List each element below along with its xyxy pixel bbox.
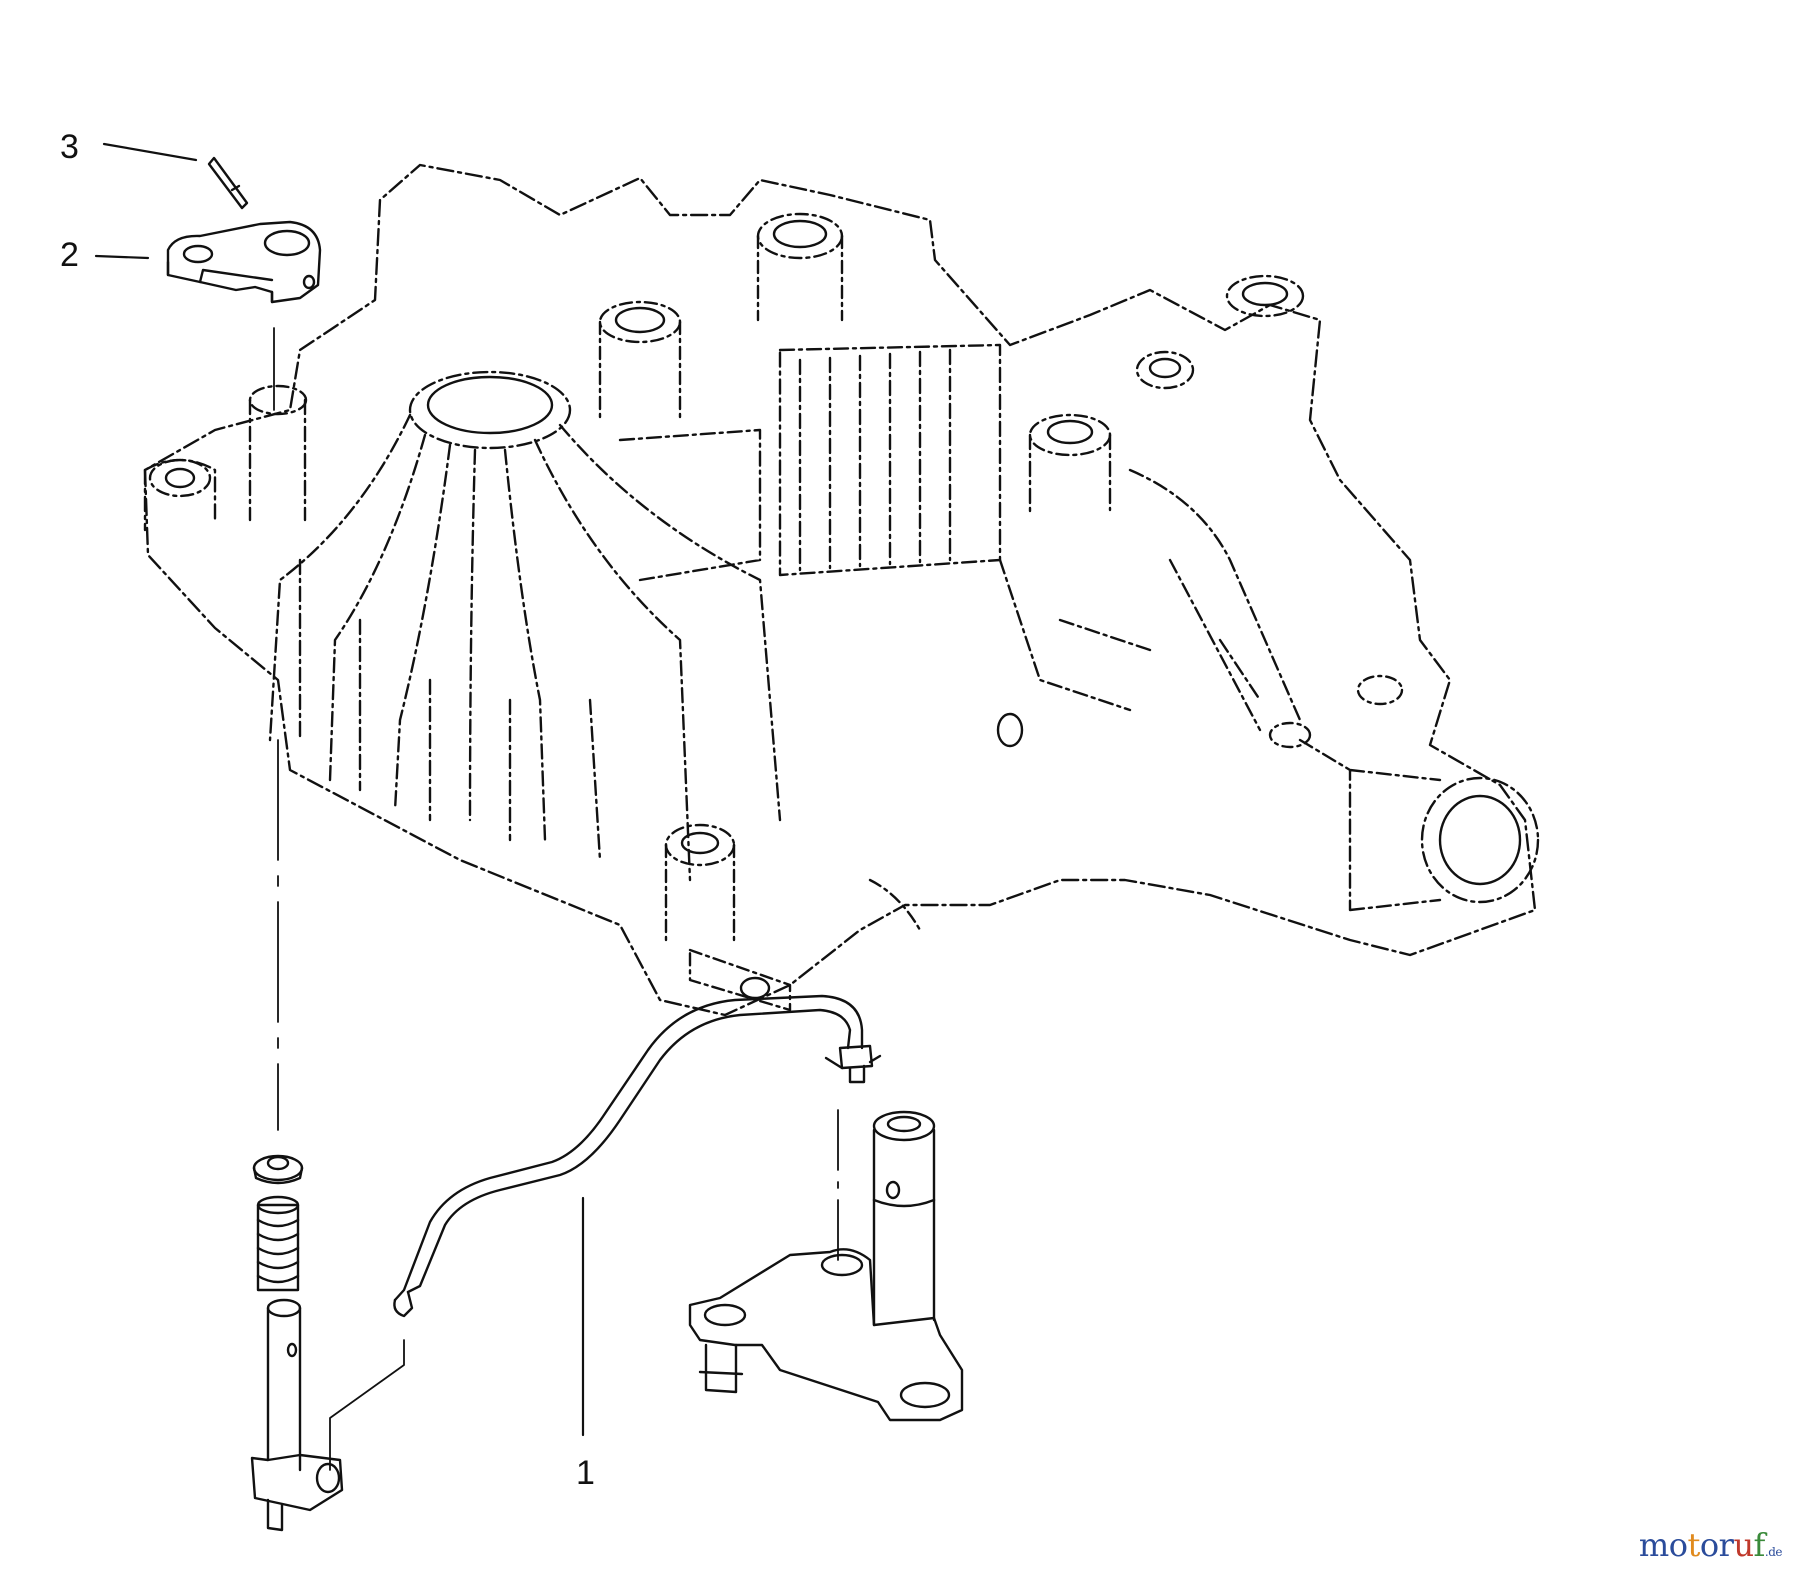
callout-1: 1 xyxy=(576,1454,595,1492)
watermark-letter: r xyxy=(1718,1526,1734,1564)
roll-pin xyxy=(102,142,249,210)
washer xyxy=(252,1154,304,1185)
watermark-letter: f xyxy=(1753,1526,1766,1564)
watermark-letter: t xyxy=(1687,1526,1701,1564)
shaft xyxy=(250,1298,344,1532)
watermark-letter: u xyxy=(1733,1526,1754,1564)
watermark-logo: motoruf.de xyxy=(1638,1526,1783,1564)
watermark-letter: m xyxy=(1638,1526,1669,1564)
callout-3: 3 xyxy=(60,128,79,166)
control-arm xyxy=(94,220,322,304)
watermark-suffix: .de xyxy=(1764,1545,1783,1559)
callout-2: 2 xyxy=(60,236,79,274)
watermark-letter: o xyxy=(1668,1526,1688,1564)
linkage-rod xyxy=(393,994,882,1437)
spring xyxy=(256,1195,300,1292)
pivot-arm xyxy=(688,1110,964,1422)
assembly-guide-line xyxy=(329,1339,405,1471)
watermark-letter: o xyxy=(1699,1526,1719,1564)
transaxle-housing xyxy=(143,163,1540,1017)
